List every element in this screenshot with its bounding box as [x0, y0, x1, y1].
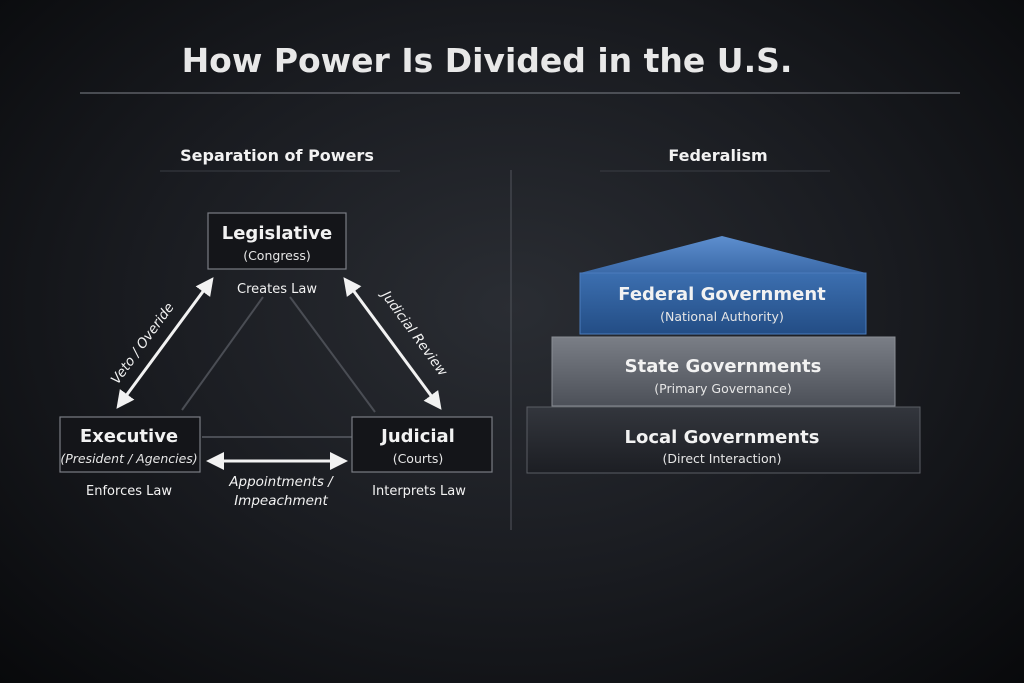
executive-role: Enforces Law — [86, 484, 172, 499]
federal-name: Federal Government — [618, 284, 826, 305]
separation-heading: Separation of Powers — [180, 146, 374, 165]
judicial-role: Interprets Law — [372, 484, 466, 499]
executive-name: Executive — [80, 426, 178, 447]
state-level: State Governments (Primary Governance) — [551, 336, 896, 407]
federalism-heading: Federalism — [668, 146, 767, 165]
appointments-label-1: Appointments / — [228, 474, 334, 490]
local-name: Local Governments — [625, 427, 820, 448]
judicial-review-label: Judicial Review — [376, 286, 451, 380]
judicial-name: Judicial — [379, 426, 455, 447]
veto-arrow — [116, 277, 214, 409]
local-level: Local Governments (Direct Interaction) — [526, 406, 921, 474]
federal-roof — [580, 236, 866, 273]
legislative-sub: (Congress) — [243, 248, 311, 263]
executive-branch: Executive (President / Agencies) Enforce… — [59, 416, 201, 499]
legislative-branch: Legislative (Congress) Creates Law — [207, 212, 347, 297]
appointments-label-2: Impeachment — [234, 493, 328, 509]
connector-leg-jud — [289, 296, 376, 413]
page-title: How Power Is Divided in the U.S. — [182, 41, 793, 80]
judicial-branch: Judicial (Courts) Interprets Law — [351, 416, 493, 499]
federal-level: Federal Government (National Authority) — [579, 236, 867, 335]
judicial-review-arrow — [343, 277, 442, 410]
legislative-role: Creates Law — [237, 282, 317, 297]
executive-sub: (President / Agencies) — [60, 451, 197, 466]
connector-leg-exec — [181, 296, 264, 411]
federal-sub: (National Authority) — [660, 309, 784, 324]
local-sub: (Direct Interaction) — [663, 451, 782, 466]
judicial-sub: (Courts) — [393, 451, 444, 466]
state-sub: (Primary Governance) — [654, 381, 791, 396]
legislative-name: Legislative — [222, 223, 332, 244]
state-name: State Governments — [625, 356, 822, 377]
